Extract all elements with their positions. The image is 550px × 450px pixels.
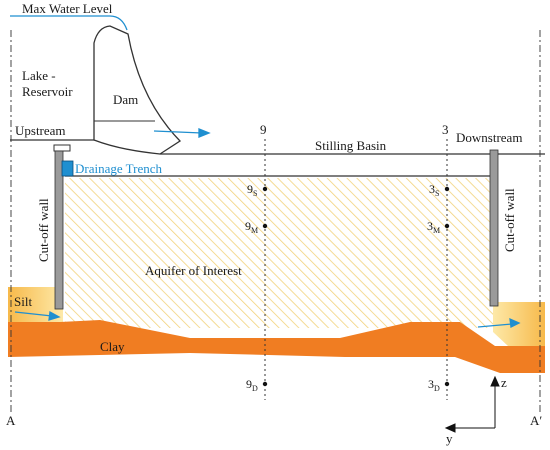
drainage-trench-label: Drainage Trench (75, 161, 163, 176)
well-point-9m (262, 223, 268, 229)
well-9-label: 9 (260, 122, 267, 137)
well-point-9m-label: 9M (245, 219, 258, 235)
well-point-3d (444, 381, 450, 387)
cutoff-wall-right-label: Cut-off wall (502, 188, 517, 252)
well-point-9d (262, 381, 268, 387)
well-point-3s-label: 3S (429, 182, 439, 198)
silt-label: Silt (14, 294, 32, 309)
cutoff-wall-left (54, 150, 64, 310)
downstream-label: Downstream (456, 130, 522, 145)
upstream-label: Upstream (15, 123, 66, 138)
lake-reservoir-label-2: Reservoir (22, 84, 73, 99)
axis-y-label: y (446, 431, 453, 446)
well-point-3s (444, 186, 450, 192)
well-point-3d-label: 3D (428, 377, 440, 393)
max-water-level-curve (10, 15, 128, 31)
cutoff-wall-left-label: Cut-off wall (36, 198, 51, 262)
upstream-structure (53, 144, 71, 152)
max-water-level-label: Max Water Level (22, 1, 113, 16)
aquifer-label: Aquifer of Interest (145, 263, 242, 278)
section-a-prime-label: A′ (530, 413, 542, 428)
well-point-3m-label: 3M (427, 219, 440, 235)
aquifer-region (65, 178, 493, 328)
well-point-9s (262, 186, 268, 192)
well-point-9s-label: 9S (247, 182, 257, 198)
coordinate-axes (444, 375, 500, 433)
flow-arrow-downstream (477, 317, 521, 328)
well-point-3m (444, 223, 450, 229)
axis-z-label: z (501, 375, 507, 390)
flow-arrow-dam (153, 128, 211, 138)
clay-layer (8, 320, 545, 373)
section-a-label: A (6, 413, 16, 428)
lake-reservoir-label-1: Lake - (22, 68, 56, 83)
stilling-basin-label: Stilling Basin (315, 138, 387, 153)
well-3-label: 3 (442, 122, 449, 137)
clay-label: Clay (100, 339, 125, 354)
drainage-trench (61, 160, 74, 177)
cutoff-wall-right (489, 149, 499, 307)
dam-label: Dam (113, 92, 138, 107)
silt-right (493, 302, 545, 346)
dam (93, 25, 182, 155)
well-point-9d-label: 9D (246, 377, 258, 393)
flow-arrow-silt (14, 310, 61, 321)
